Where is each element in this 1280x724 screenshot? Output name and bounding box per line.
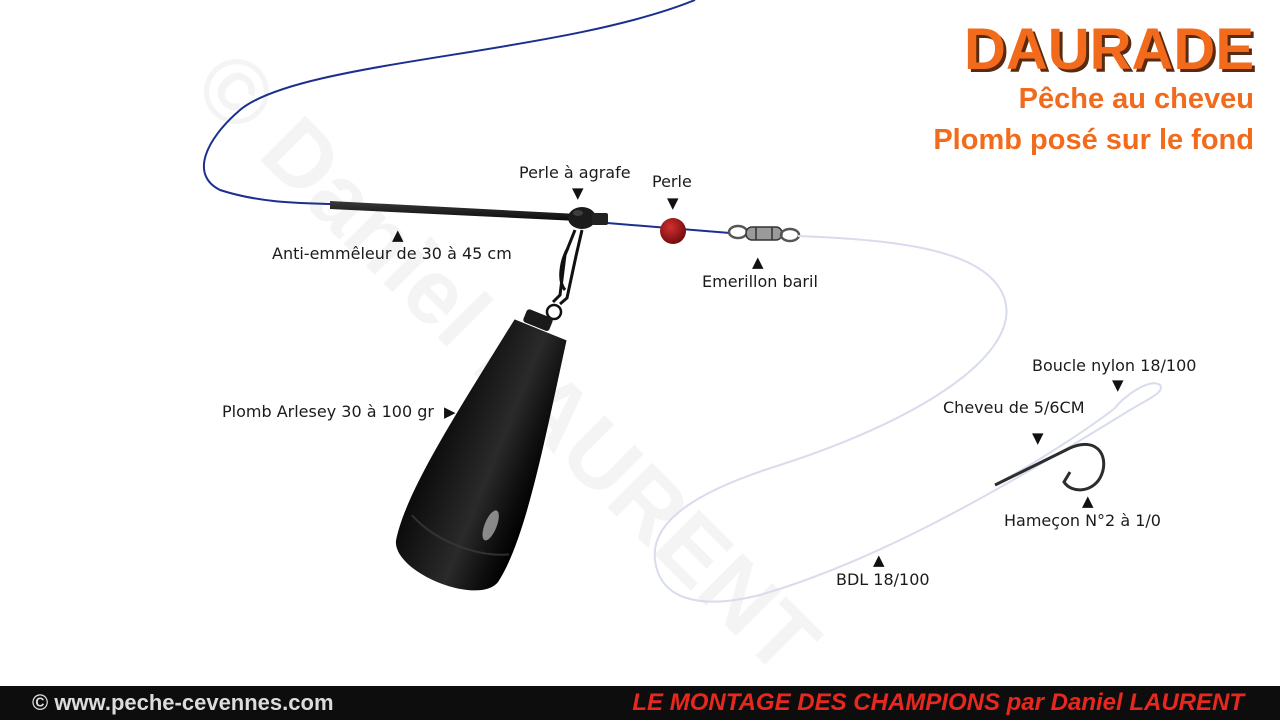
arrow-down-icon: ▼	[667, 194, 679, 212]
arrow-up-icon: ▲	[873, 551, 885, 569]
label-hair: Cheveu de 5/6CM	[943, 398, 1085, 417]
barrel-swivel	[727, 224, 801, 243]
subtitle-setup: Plomb posé sur le fond	[933, 124, 1254, 156]
snap-clip	[545, 229, 584, 321]
label-bead: Perle	[652, 172, 692, 191]
arrow-down-icon: ▼	[572, 184, 584, 202]
arrow-up-icon: ▲	[752, 253, 764, 271]
label-leader: BDL 18/100	[836, 570, 930, 589]
main-line	[202, 0, 696, 205]
label-loop: Boucle nylon 18/100	[1032, 356, 1197, 375]
footer-credit: LE MONTAGE DES CHAMPIONS par Daniel LAUR…	[632, 689, 1244, 716]
hook	[994, 442, 1106, 492]
subtitle-technique: Pêche au cheveu	[1018, 83, 1254, 115]
page-title: DAURADE	[964, 17, 1254, 82]
footer-website-link[interactable]: © www.peche-cevennes.com	[32, 690, 334, 715]
arrow-down-icon: ▼	[1112, 376, 1124, 394]
arrow-down-icon: ▼	[1032, 429, 1044, 447]
label-anti-tangle: Anti-emmêleur de 30 à 45 cm	[272, 244, 512, 263]
anti-tangle-tube	[330, 201, 578, 221]
label-hook: Hameçon N°2 à 1/0	[1004, 511, 1161, 530]
clip-bead	[568, 207, 608, 229]
arrow-right-icon: ▶	[444, 403, 456, 421]
red-bead	[660, 218, 686, 244]
label-clip-bead: Perle à agrafe	[519, 163, 631, 182]
footer-bar: © www.peche-cevennes.com LE MONTAGE DES …	[0, 686, 1280, 720]
label-lead-weight: Plomb Arlesey 30 à 100 gr	[222, 402, 434, 421]
arrow-up-icon: ▲	[1082, 492, 1094, 510]
lead-weight	[395, 309, 567, 591]
label-swivel: Emerillon baril	[702, 272, 818, 291]
arrow-up-icon: ▲	[392, 226, 404, 244]
leader-line	[653, 235, 1162, 603]
